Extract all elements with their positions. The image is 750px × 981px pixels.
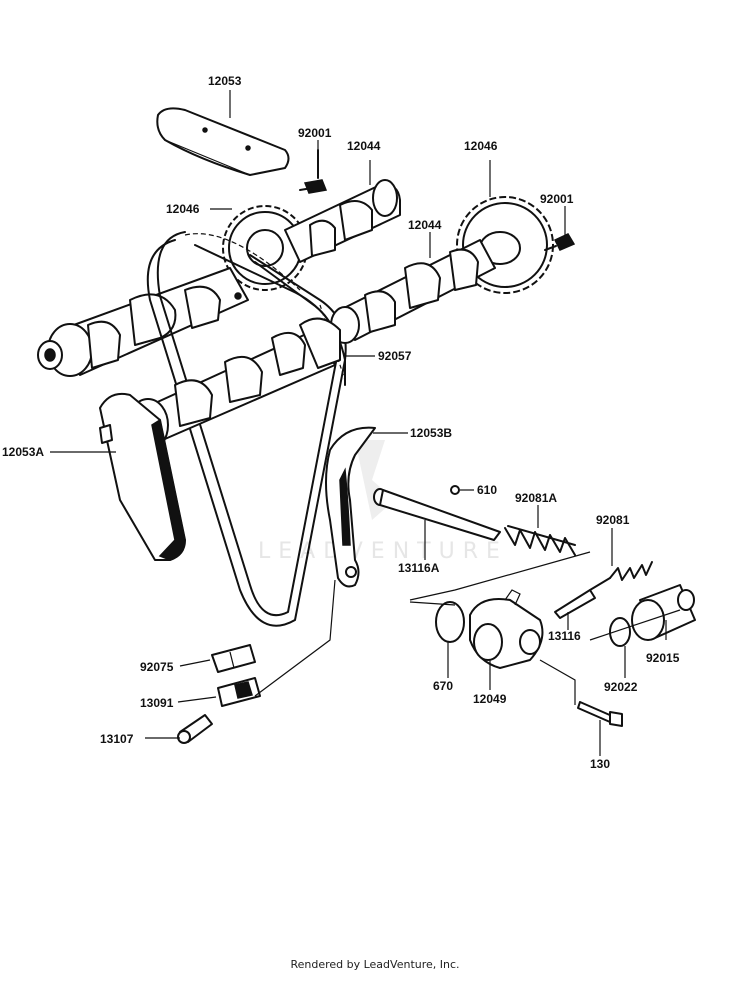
bolt-right (544, 233, 576, 251)
part-labels: 12053 92001 12044 12046 12046 92001 1204… (2, 74, 680, 771)
o-ring-large (435, 601, 465, 643)
pad-92075 (211, 644, 256, 673)
label-92081A: 92081A (515, 491, 557, 505)
label-12053: 12053 (208, 74, 242, 88)
label-92015: 92015 (646, 651, 680, 665)
label-92001-left: 92001 (298, 126, 332, 140)
footer-credit: Rendered by LeadVenture, Inc. (290, 958, 460, 971)
plunger (554, 577, 611, 619)
tensioner-body (469, 589, 544, 669)
label-12044-right: 12044 (408, 218, 442, 232)
label-130: 130 (590, 757, 610, 771)
block-13091 (217, 677, 261, 707)
tensioner-cap (631, 584, 696, 641)
bolt-130 (577, 701, 623, 727)
label-13116A: 13116A (398, 561, 440, 575)
label-92075: 92075 (140, 660, 174, 674)
bolt-left (299, 149, 328, 194)
label-13107: 13107 (100, 732, 134, 746)
tensioner-rod (373, 485, 501, 541)
label-92081: 92081 (596, 513, 630, 527)
pin-13107 (177, 714, 213, 744)
camshaft-upper (284, 179, 401, 263)
label-13091: 13091 (140, 696, 174, 710)
label-12049: 12049 (473, 692, 507, 706)
leader-lines (50, 90, 681, 756)
label-12046-left: 12046 (166, 202, 200, 216)
camshaft-right (330, 239, 496, 344)
label-12044-upper: 12044 (347, 139, 381, 153)
label-92001-right: 92001 (540, 192, 574, 206)
label-13116: 13116 (548, 629, 581, 643)
o-ring-small (609, 617, 631, 647)
spring-small (609, 561, 653, 581)
camshaft-left (37, 267, 249, 377)
tensioner-guide (325, 426, 376, 588)
chain-guide-upper (156, 107, 290, 176)
label-12053A: 12053A (2, 445, 44, 459)
label-670: 670 (433, 679, 453, 693)
label-92022: 92022 (604, 680, 638, 694)
label-92057: 92057 (378, 349, 412, 363)
label-610: 610 (477, 483, 497, 497)
spring-large (504, 525, 576, 556)
chain-guide-left (99, 392, 186, 561)
label-12053B: 12053B (410, 426, 452, 440)
label-12046-right: 12046 (464, 139, 498, 153)
watermark-text: LEADVENTURE (258, 539, 508, 564)
